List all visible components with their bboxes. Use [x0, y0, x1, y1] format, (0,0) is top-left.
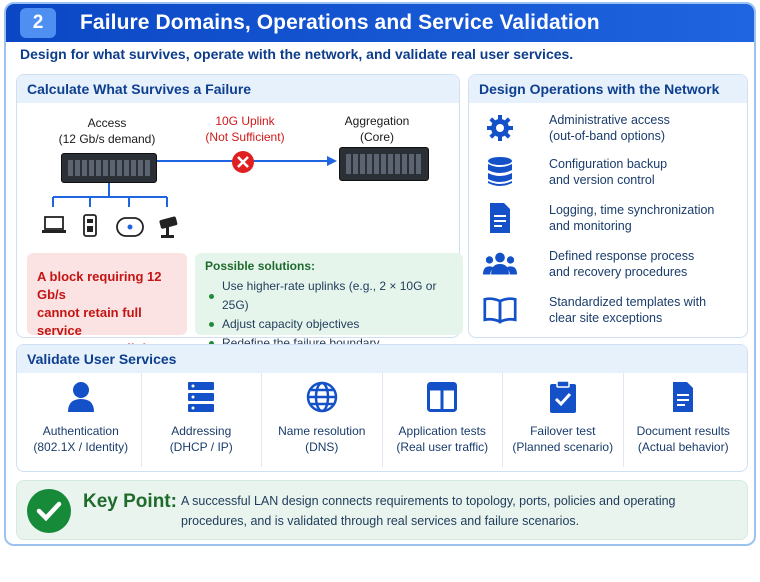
page-title: Failure Domains, Operations and Service …: [80, 11, 600, 34]
gear-icon: [483, 111, 517, 145]
access-switch-icon: [61, 153, 157, 183]
user-icon: [21, 379, 141, 415]
solutions-title: Possible solutions:: [205, 259, 316, 273]
ops-item: Administrative access (out-of-band option…: [483, 111, 670, 145]
ops-item: Configuration backup and version control: [483, 155, 667, 189]
service-detail: (DNS): [305, 440, 339, 454]
service-item: Addressing (DHCP / IP): [142, 373, 262, 467]
bullet-icon: [209, 293, 214, 299]
service-detail: (DHCP / IP): [169, 440, 233, 454]
calc-panel-title: Calculate What Survives a Failure: [17, 75, 459, 103]
solution-text: Adjust capacity objectives: [222, 317, 360, 331]
problem-callout: A block requiring 12 Gb/s cannot retain …: [27, 253, 187, 356]
calc-panel: Calculate What Survives a Failure Access…: [16, 74, 463, 356]
service-item: Document results (Actual behavior): [624, 373, 744, 467]
team-icon: [483, 247, 517, 281]
check-circle-icon: [27, 489, 71, 533]
service-name: Authentication: [42, 424, 119, 438]
app-window-icon: [383, 379, 503, 415]
uplink-label: 10G Uplink: [215, 114, 275, 128]
ops-item-line: (out-of-band options): [549, 129, 666, 143]
failure-x-icon: [232, 151, 254, 173]
subtitle: Design for what survives, operate with t…: [20, 46, 574, 62]
solution-text: Use higher-rate uplinks (e.g., 2 × 10G o…: [222, 279, 437, 312]
database-icon: [483, 155, 517, 189]
ops-item: Standardized templates with clear site ex…: [483, 293, 706, 327]
service-detail: (Real user traffic): [396, 440, 489, 454]
service-name: Name resolution: [278, 424, 366, 438]
server-icon: [142, 379, 262, 415]
service-name: Addressing: [171, 424, 232, 438]
ops-item: Defined response process and recovery pro…: [483, 247, 694, 281]
service-item: Name resolution (DNS): [262, 373, 383, 467]
service-detail: (Planned scenario): [512, 440, 614, 454]
aggregation-label: Aggregation: [344, 114, 410, 128]
document-icon: [483, 201, 517, 235]
ops-item-line: Administrative access: [549, 113, 670, 127]
globe-icon: [262, 379, 382, 415]
problem-line: A block requiring 12 Gb/s: [37, 269, 162, 302]
problem-line: cannot retain full service: [37, 305, 142, 338]
access-label: Access: [87, 116, 127, 130]
ops-item-line: and version control: [549, 173, 655, 187]
header-bar: 2 Failure Domains, Operations and Servic…: [6, 4, 754, 42]
service-name: Failover test: [530, 424, 596, 438]
ops-panel: Design Operations with the Network Admin…: [468, 74, 748, 338]
aggregation-sub-label: (Core): [359, 130, 394, 144]
document-icon: [624, 379, 744, 415]
access-point-icon: [116, 217, 144, 237]
bullet-icon: [209, 341, 214, 346]
key-point-banner: Key Point: A successful LAN design conne…: [16, 480, 748, 540]
validate-panel-title: Validate User Services: [17, 345, 747, 373]
phone-icon: [83, 214, 97, 237]
camera-icon: [159, 216, 178, 238]
solution-item: Use higher-rate uplinks (e.g., 2 × 10G o…: [205, 277, 453, 315]
ops-item-line: Configuration backup: [549, 157, 668, 171]
ops-item-line: Logging, time synchronization: [549, 203, 715, 217]
ops-item: Logging, time synchronization and monitor…: [483, 201, 714, 235]
uplink-status-label: (Not Sufficient): [205, 130, 285, 144]
access-demand-label: (12 Gb/s demand): [58, 132, 156, 146]
ops-item-line: and monitoring: [549, 219, 632, 233]
key-point-title: Key Point:: [83, 491, 177, 512]
ops-panel-title: Design Operations with the Network: [469, 75, 747, 103]
service-item: Failover test (Planned scenario): [503, 373, 624, 467]
ops-item-line: clear site exceptions: [549, 311, 663, 325]
service-detail: (802.1X / Identity): [33, 440, 129, 454]
ops-item-line: Standardized templates with: [549, 295, 707, 309]
validate-panel: Validate User Services Authentication (80…: [16, 344, 748, 472]
aggregation-switch-icon: [339, 147, 429, 181]
ops-item-line: Defined response process: [549, 249, 695, 263]
ops-item-line: and recovery procedures: [549, 265, 688, 279]
book-icon: [483, 293, 517, 327]
solutions-box: Possible solutions: Use higher-rate upli…: [195, 253, 463, 350]
section-number-badge: 2: [20, 8, 56, 38]
service-name: Document results: [636, 424, 730, 438]
laptop-icon: [42, 216, 66, 233]
key-point-text: A successful LAN design connects require…: [181, 494, 676, 528]
service-name: Application tests: [398, 424, 486, 438]
service-detail: (Actual behavior): [637, 440, 729, 454]
service-item: Authentication (802.1X / Identity): [21, 373, 142, 467]
bullet-icon: [209, 322, 214, 327]
slide-frame: 2 Failure Domains, Operations and Servic…: [4, 2, 756, 546]
solution-item: Adjust capacity objectives: [205, 315, 453, 334]
clipboard-check-icon: [503, 379, 623, 415]
service-item: Application tests (Real user traffic): [383, 373, 503, 467]
